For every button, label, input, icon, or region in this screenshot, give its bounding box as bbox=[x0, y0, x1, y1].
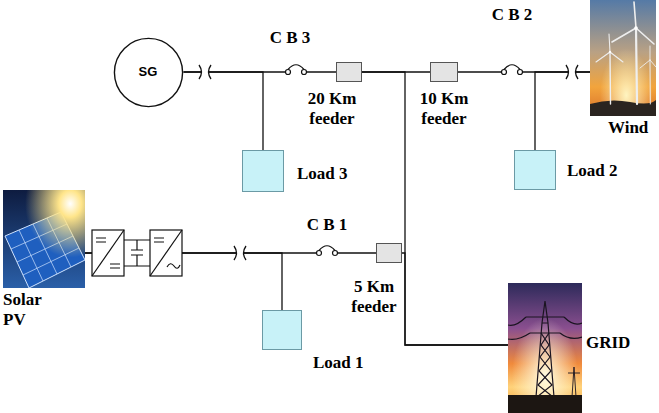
solar-source: Solar PV bbox=[3, 190, 85, 288]
breaker-symbol bbox=[286, 70, 291, 75]
coupling-symbol bbox=[209, 65, 212, 79]
power-line bbox=[184, 72, 264, 150]
power-line bbox=[402, 253, 508, 345]
wind-illustration bbox=[590, 0, 656, 116]
breaker-label: C B 1 bbox=[307, 215, 348, 235]
wind-illustration bbox=[596, 34, 623, 62]
node-label: GRID bbox=[586, 333, 630, 353]
coupling-symbol bbox=[236, 248, 244, 258]
breaker-symbol bbox=[502, 65, 523, 76]
converter-symbol bbox=[96, 238, 106, 242]
converter-symbol bbox=[167, 264, 180, 269]
breaker-symbol bbox=[286, 65, 307, 76]
wind-illustration bbox=[609, 52, 611, 104]
wind-illustration bbox=[590, 0, 656, 116]
coupling-symbol bbox=[576, 65, 579, 79]
grid-illustration bbox=[508, 283, 582, 413]
coupling-symbol bbox=[199, 65, 202, 79]
grid-illustration bbox=[508, 395, 582, 413]
load-box: Load 2 bbox=[514, 150, 556, 190]
coupling-symbol bbox=[201, 67, 209, 77]
solar-illustration bbox=[3, 190, 85, 288]
breaker-symbol bbox=[319, 246, 335, 251]
grid-source: GRID bbox=[508, 283, 582, 413]
breaker-symbol bbox=[288, 65, 304, 70]
feeder-box: 5 Km feeder bbox=[376, 243, 402, 263]
grid-illustration bbox=[526, 317, 564, 333]
power-line bbox=[535, 72, 590, 150]
breaker-label: C B 3 bbox=[270, 28, 311, 48]
converter-symbol bbox=[124, 240, 150, 266]
converter-symbol bbox=[92, 230, 182, 276]
wind-illustration bbox=[640, 46, 656, 68]
coupling-symbol bbox=[199, 65, 211, 79]
grid-illustration bbox=[536, 301, 554, 397]
breaker-symbol bbox=[317, 251, 322, 256]
breaker-symbol bbox=[502, 70, 507, 75]
grid-illustration bbox=[508, 317, 582, 339]
load-box: Load 1 bbox=[262, 310, 302, 350]
grid-illustration bbox=[537, 333, 553, 397]
converter-symbol bbox=[92, 230, 124, 276]
feeder-box: 20 Km feeder bbox=[336, 62, 362, 82]
wind-illustration bbox=[650, 60, 651, 104]
coupling-symbol bbox=[234, 246, 246, 260]
node-label: SG bbox=[113, 65, 184, 80]
wind-illustration bbox=[609, 51, 611, 53]
converter-symbol bbox=[92, 230, 124, 276]
node-label: 10 Km feeder bbox=[411, 89, 477, 128]
load-box: Load 3 bbox=[242, 150, 284, 192]
node-label: Load 3 bbox=[297, 164, 348, 184]
wind-illustration bbox=[596, 2, 656, 104]
node-label: Load 2 bbox=[567, 161, 618, 181]
solar-illustration bbox=[3, 190, 85, 288]
breaker-symbol bbox=[302, 70, 307, 75]
grid-illustration bbox=[508, 283, 582, 413]
node-label: Solar PV bbox=[3, 290, 55, 329]
grid-illustration bbox=[508, 283, 582, 413]
coupling-symbol bbox=[566, 65, 578, 79]
node-label: Load 1 bbox=[313, 353, 364, 373]
converter-symbol bbox=[131, 240, 143, 266]
grid-illustration bbox=[508, 301, 582, 397]
wind-illustration bbox=[590, 0, 656, 116]
feeder-box: 10 Km feeder bbox=[430, 62, 458, 82]
coupling-symbol bbox=[566, 65, 569, 79]
breaker-label: C B 2 bbox=[492, 5, 533, 25]
wind-illustration bbox=[590, 100, 656, 116]
converter-symbol bbox=[150, 230, 182, 276]
node-label: 5 Km feeder bbox=[345, 277, 403, 316]
coupling-symbol bbox=[234, 246, 237, 260]
breaker-symbol bbox=[333, 251, 338, 256]
converter-symbol bbox=[110, 264, 120, 268]
node-label: 20 Km feeder bbox=[297, 89, 367, 128]
breaker-symbol bbox=[321, 249, 333, 257]
breaker-symbol bbox=[504, 65, 520, 70]
wind-illustration bbox=[634, 26, 638, 30]
breaker-symbol bbox=[506, 68, 518, 76]
generator-circle: SG bbox=[113, 37, 184, 108]
converter-symbol bbox=[154, 238, 164, 242]
converter-symbol bbox=[124, 240, 150, 266]
node-label: Wind bbox=[608, 118, 648, 138]
wind-illustration bbox=[612, 2, 654, 44]
breaker-symbol bbox=[317, 246, 338, 257]
coupling-symbol bbox=[244, 246, 247, 260]
breaker-symbol bbox=[290, 68, 302, 76]
solar-illustration bbox=[3, 190, 85, 288]
coupling-symbol bbox=[568, 67, 576, 77]
wind-source: Wind bbox=[590, 0, 656, 116]
grid-illustration bbox=[568, 367, 580, 397]
breaker-symbol bbox=[518, 70, 523, 75]
converter-symbol bbox=[150, 230, 182, 276]
wind-illustration bbox=[636, 28, 637, 104]
